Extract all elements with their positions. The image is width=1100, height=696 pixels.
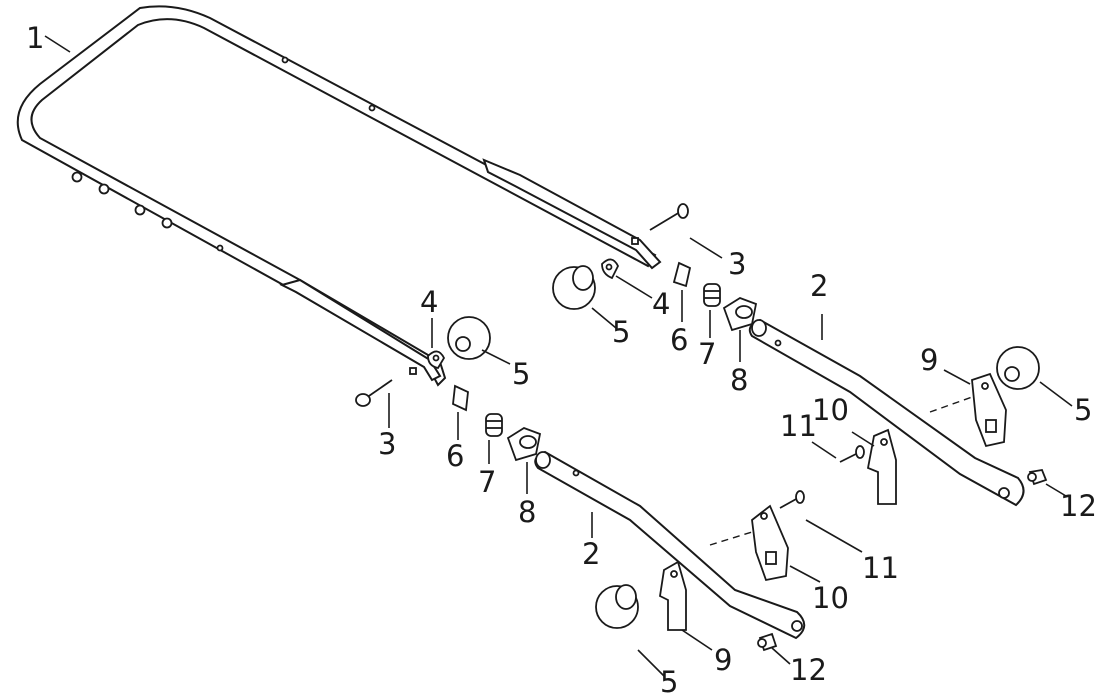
knob-bottom	[595, 584, 639, 629]
callout-2-upper: 2	[810, 269, 828, 303]
assembly-line-right	[929, 395, 976, 413]
clamp-sleeve-right	[722, 297, 758, 332]
knob-upper-left	[447, 316, 491, 360]
callout-3-right: 3	[728, 247, 746, 281]
callout-11-lower: 11	[862, 551, 899, 585]
rivet-left	[757, 632, 778, 652]
callout-9-lower: 9	[714, 643, 732, 677]
callout-1: 1	[26, 21, 44, 55]
callout-4-right: 4	[652, 287, 670, 321]
leader-lines	[44, 35, 1073, 677]
lower-handle-bar-left	[534, 450, 806, 640]
callout-3-left: 3	[378, 427, 396, 461]
lower-handle-bar-right	[748, 318, 1025, 507]
callout-8-left: 8	[518, 495, 536, 529]
washer-right	[601, 258, 620, 280]
lever-bracket-right	[971, 372, 1007, 448]
spacer-left	[452, 384, 469, 412]
callout-6-left: 6	[446, 439, 464, 473]
knob-far-right	[996, 346, 1040, 390]
callout-10-upper: 10	[812, 393, 849, 427]
upper-handle-frame	[16, 5, 662, 387]
callout-7-left: 7	[478, 465, 496, 499]
callout-5-far-right: 5	[1074, 393, 1092, 427]
bolt-left	[355, 379, 393, 407]
callout-10-lower: 10	[812, 581, 849, 615]
callout-2-lower: 2	[582, 537, 600, 571]
latch-plate-left	[659, 560, 687, 631]
callout-6-right: 6	[670, 323, 688, 357]
washer-left	[427, 350, 446, 370]
callout-8-right: 8	[730, 363, 748, 397]
assembly-line-left	[709, 531, 753, 546]
spring-left	[485, 413, 503, 437]
callout-7-right: 7	[698, 337, 716, 371]
bolt-right	[649, 203, 689, 231]
knob-upper-right	[552, 265, 596, 310]
callout-labels: 1 3 3 4 4 5 5 5 5 6 6 7 7 8 8 2 2 9 9 10…	[26, 21, 1097, 696]
callout-4-left: 4	[420, 285, 438, 319]
spring-right	[703, 283, 721, 307]
screw-right	[839, 445, 865, 463]
callout-5-left: 5	[512, 357, 530, 391]
callout-12-bottom: 12	[790, 653, 827, 687]
callout-5-center: 5	[612, 315, 630, 349]
screw-left	[779, 490, 805, 509]
callout-11-upper: 11	[780, 409, 817, 443]
spacer-right	[672, 261, 692, 288]
callout-12-right: 12	[1060, 489, 1097, 523]
rivet-right	[1027, 468, 1048, 486]
lever-bracket-left	[751, 504, 789, 582]
callout-9-upper: 9	[920, 343, 938, 377]
clamp-sleeve-left	[506, 427, 542, 462]
callout-5-bottom: 5	[660, 665, 678, 696]
latch-plate-right	[866, 428, 897, 505]
